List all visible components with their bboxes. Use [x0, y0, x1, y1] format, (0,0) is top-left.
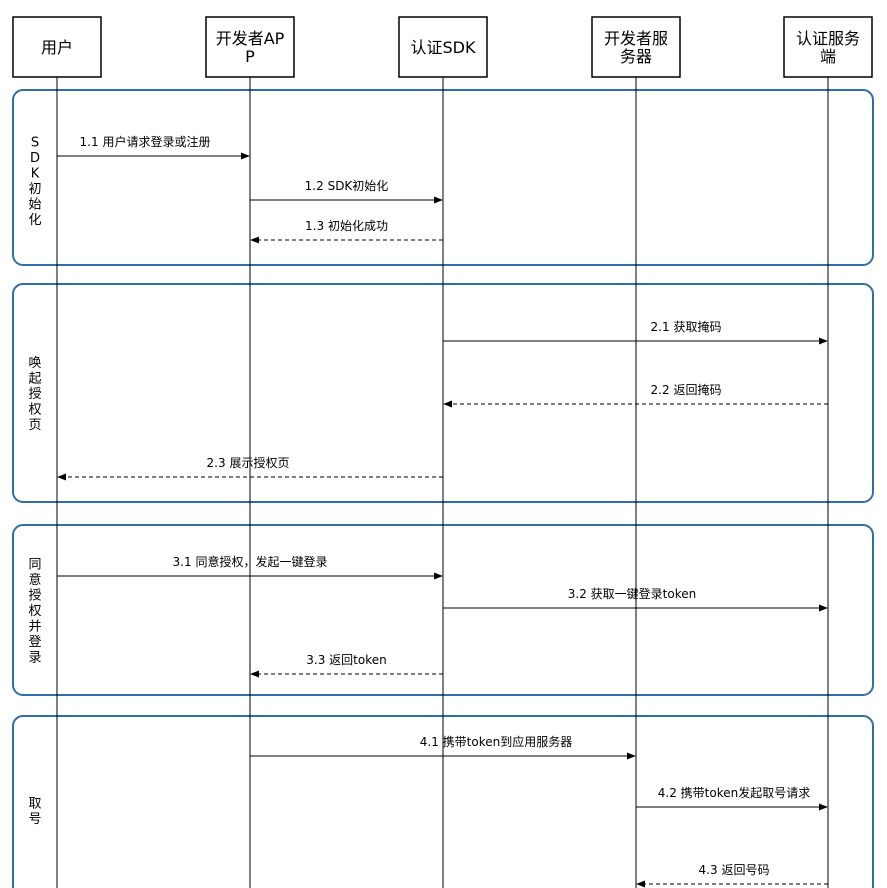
- participant-box: [205, 16, 295, 78]
- message-3.1: 3.1 同意授权，发起一键登录: [57, 554, 443, 580]
- message-label: 4.3 返回号码: [699, 863, 770, 877]
- message-label: 3.3 返回token: [306, 653, 386, 667]
- message-label: 3.1 同意授权，发起一键登录: [173, 554, 328, 569]
- lifelines: [56, 77, 829, 888]
- participant-box: [591, 16, 681, 78]
- message-1.1: 1.1 用户请求登录或注册: [57, 134, 250, 160]
- message-label: 4.1 携带token到应用服务器: [420, 734, 572, 749]
- participant-dev_server: 开发者服务器: [591, 16, 681, 78]
- participant-label: 认证SDK: [411, 38, 476, 57]
- participant-label: 用户: [41, 38, 73, 57]
- phase-label: 取号: [28, 796, 41, 827]
- message-label: 1.3 初始化成功: [305, 219, 388, 233]
- phase-label: 同意授权并登录: [28, 558, 41, 666]
- message-2.2: 2.2 返回掩码: [443, 383, 828, 408]
- message-2.1: 2.1 获取掩码: [443, 320, 828, 345]
- message-label: 3.2 获取一键登录token: [568, 586, 696, 601]
- message-4.1: 4.1 携带token到应用服务器: [250, 734, 636, 760]
- message-label: 1.1 用户请求登录或注册: [80, 134, 211, 149]
- participant-label: 开发者服务器: [604, 29, 668, 66]
- message-3.3: 3.3 返回token: [250, 653, 443, 678]
- message-2.3: 2.3 展示授权页: [57, 455, 443, 481]
- participant-user: 用户: [12, 16, 102, 78]
- message-label: 2.3 展示授权页: [207, 455, 290, 470]
- participant-box: [12, 16, 102, 78]
- message-label: 4.2 携带token发起取号请求: [658, 785, 810, 800]
- participant-box: [783, 16, 873, 78]
- participant-auth_sdk: 认证SDK: [398, 16, 488, 78]
- message-label: 2.1 获取掩码: [651, 320, 722, 334]
- participant-auth_server: 认证服务端: [783, 16, 873, 78]
- message-4.2: 4.2 携带token发起取号请求: [636, 785, 828, 811]
- message-1.3: 1.3 初始化成功: [250, 219, 443, 244]
- message-4.3: 4.3 返回号码: [636, 863, 828, 888]
- message-3.2: 3.2 获取一键登录token: [443, 586, 828, 612]
- participant-label: 认证服务端: [796, 29, 860, 66]
- message-label: 1.2 SDK初始化: [305, 179, 389, 193]
- participant-box: [398, 16, 488, 78]
- phase-label: 唤起授权页: [28, 356, 41, 433]
- message-1.2: 1.2 SDK初始化: [250, 179, 443, 204]
- messages: 1.1 用户请求登录或注册 1.2 SDK初始化 1.3 初始化成功 2.1 获取掩码…: [57, 134, 828, 888]
- message-label: 2.2 返回掩码: [651, 383, 722, 397]
